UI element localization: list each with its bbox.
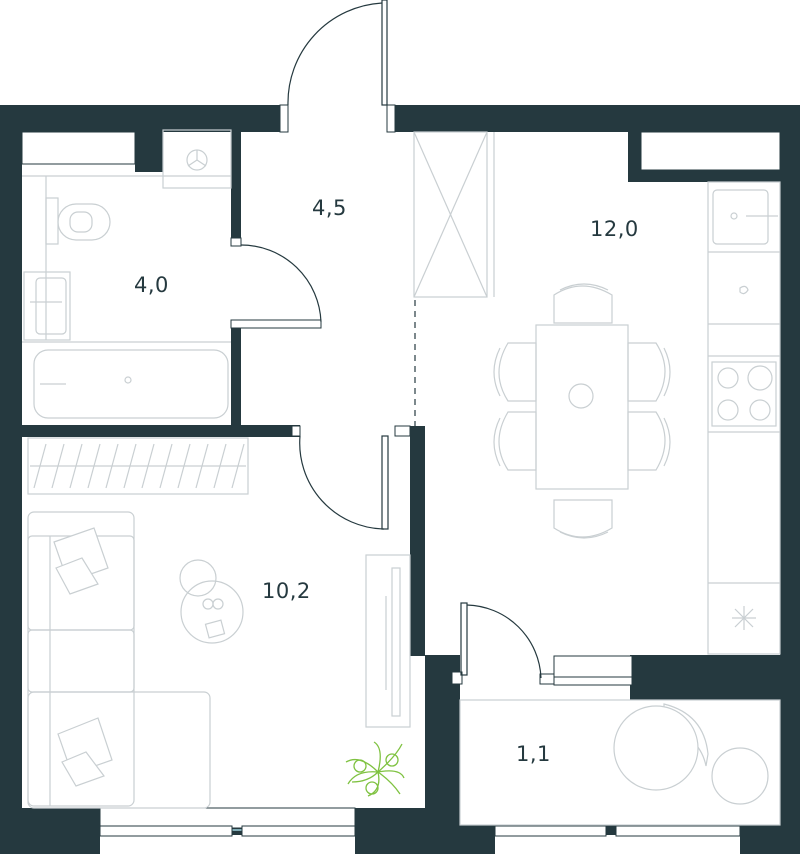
kitchen-area-label: 12,0 xyxy=(590,217,639,241)
balcony-furniture xyxy=(459,699,781,826)
balcony-area-label: 1,1 xyxy=(516,742,551,766)
plant-icon xyxy=(345,741,405,797)
windows xyxy=(21,131,781,837)
walls xyxy=(0,105,800,854)
entrance-door[interactable] xyxy=(279,0,396,133)
bathroom-area-label: 4,0 xyxy=(134,273,169,297)
balcony-door[interactable] xyxy=(460,602,542,679)
hall-wardrobe xyxy=(413,131,495,298)
dining-chairs xyxy=(493,283,671,539)
living-room-door[interactable] xyxy=(291,425,411,530)
living-room-area-label: 10,2 xyxy=(262,579,311,603)
hall-area-label: 4,5 xyxy=(312,196,347,220)
bathroom-fixtures xyxy=(22,129,232,419)
kitchen-furniture xyxy=(493,181,781,655)
bathroom-door[interactable] xyxy=(230,237,322,323)
living-room-furniture xyxy=(27,437,411,809)
radiator-hatching xyxy=(30,443,246,489)
